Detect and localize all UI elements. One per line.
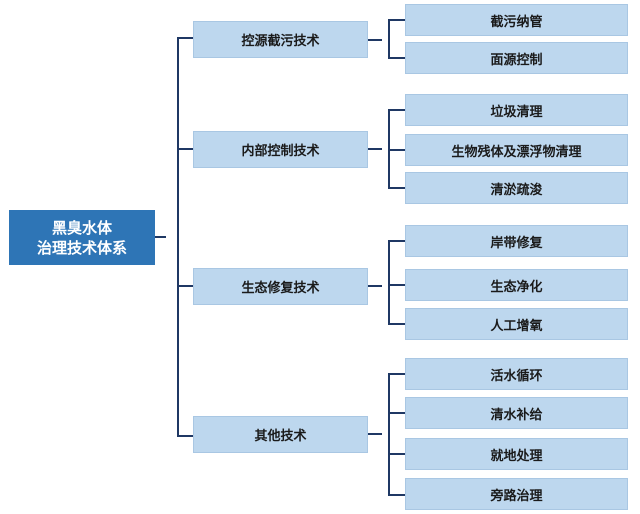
root-label-line1: 黑臭水体: [51, 218, 112, 237]
leaf-node: 就地处理: [405, 438, 628, 470]
leaf-node: 人工增氧: [405, 308, 628, 340]
root-node: 黑臭水体 治理技术体系: [9, 210, 155, 265]
leaf-node: 清水补给: [405, 397, 628, 429]
leaf-node: 生态净化: [405, 269, 628, 301]
category-node: 内部控制技术: [193, 131, 368, 168]
leaf-node: 截污纳管: [405, 4, 628, 36]
leaf-node: 岸带修复: [405, 225, 628, 257]
root-label-line2: 治理技术体系: [36, 238, 127, 257]
category-node: 生态修复技术: [193, 268, 368, 305]
category-node: 控源截污技术: [193, 21, 368, 58]
leaf-node: 垃圾清理: [405, 94, 628, 126]
category-node: 其他技术: [193, 416, 368, 453]
leaf-node: 生物残体及漂浮物清理: [405, 134, 628, 166]
leaf-node: 旁路治理: [405, 478, 628, 510]
leaf-node: 活水循环: [405, 358, 628, 390]
leaf-node: 面源控制: [405, 42, 628, 74]
leaf-node: 清淤疏浚: [405, 172, 628, 204]
